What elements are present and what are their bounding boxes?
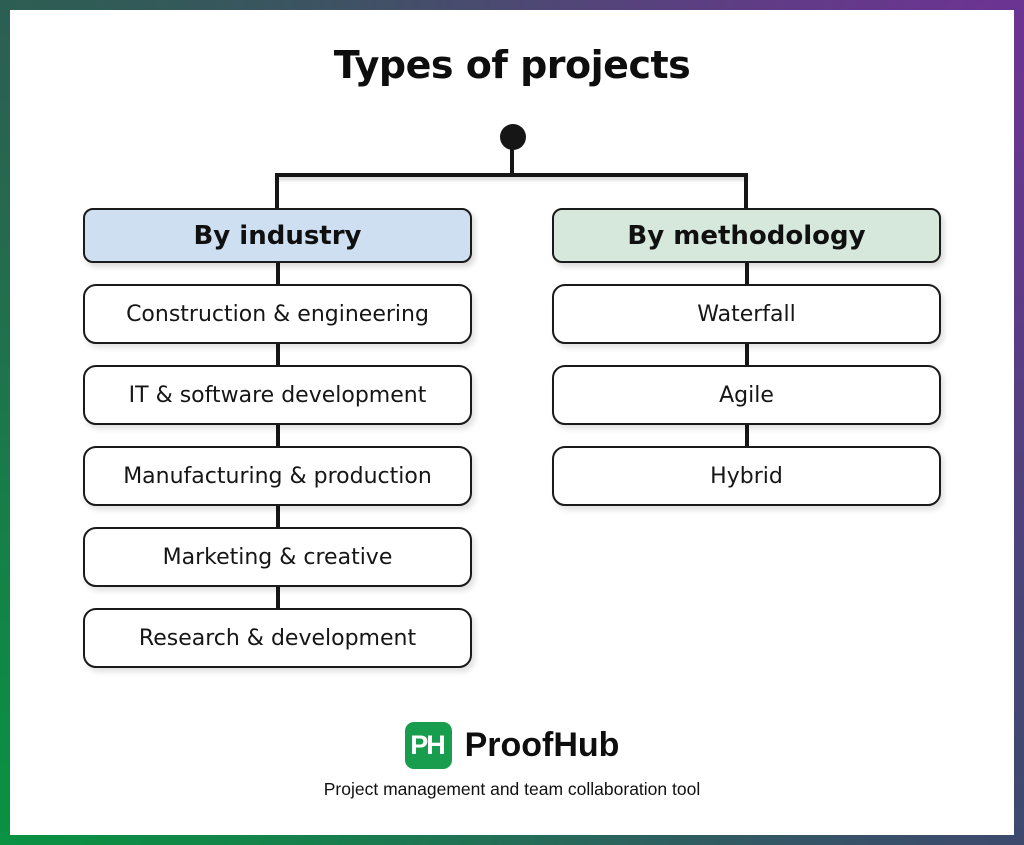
node-manufacturing-production: Manufacturing & production <box>83 446 472 506</box>
column-by-methodology: By methodology Waterfall Agile Hybrid <box>552 208 941 506</box>
diagram-canvas: Types of projects By industry Constructi… <box>10 10 1014 835</box>
connector-root-stem <box>510 148 514 177</box>
node-agile: Agile <box>552 365 941 425</box>
column-by-industry: By industry Construction & engineering I… <box>83 208 472 668</box>
connector-column-left <box>275 220 280 657</box>
header-by-methodology: By methodology <box>552 208 941 263</box>
connector-column-right <box>744 220 749 495</box>
node-waterfall: Waterfall <box>552 284 941 344</box>
brand-row: PH ProofHub <box>404 722 620 769</box>
node-it-software-development: IT & software development <box>83 365 472 425</box>
brand-tagline: Project management and team collaboratio… <box>323 779 701 799</box>
connector-stem-left <box>275 173 279 211</box>
brand-name: ProofHub <box>464 726 620 764</box>
node-construction-engineering: Construction & engineering <box>83 284 472 344</box>
node-research-development: Research & development <box>83 608 472 668</box>
page-title: Types of projects <box>333 43 691 87</box>
footer-brand-block: PH ProofHub Project management and team … <box>10 722 1014 800</box>
proofhub-logo-icon: PH <box>404 722 452 769</box>
node-marketing-creative: Marketing & creative <box>83 527 472 587</box>
node-hybrid: Hybrid <box>552 446 941 506</box>
header-by-industry: By industry <box>83 208 472 263</box>
root-node-dot <box>500 124 526 150</box>
connector-horizontal <box>275 173 748 177</box>
connector-stem-right <box>744 173 748 211</box>
